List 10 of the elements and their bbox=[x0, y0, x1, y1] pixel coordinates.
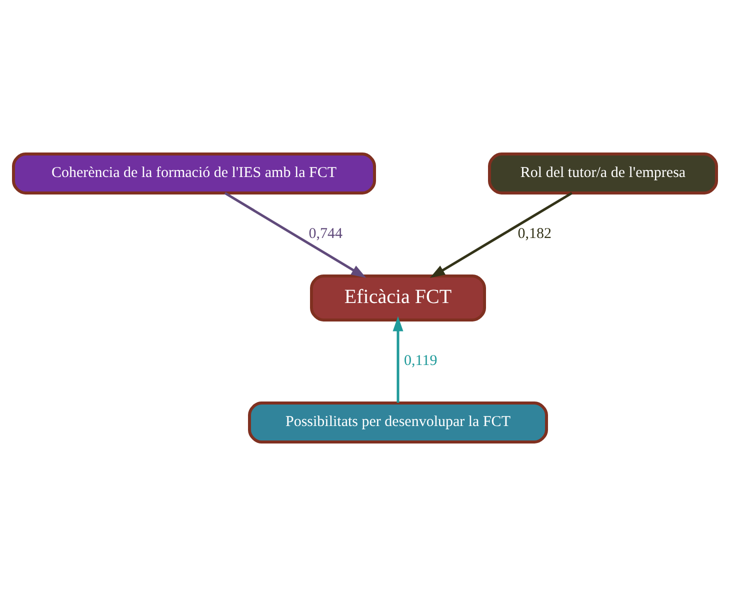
node-box: Rol del tutor/a de l'empresa bbox=[488, 152, 718, 194]
arrow bbox=[224, 192, 366, 278]
node-box: Eficàcia FCT bbox=[310, 274, 486, 321]
arrow bbox=[429, 192, 572, 278]
edge-label: 0,119 bbox=[404, 352, 437, 368]
node-box: Possibilitats per desenvolupar la FCT bbox=[248, 401, 548, 443]
edge-label: 0,182 bbox=[517, 226, 551, 242]
arrow bbox=[392, 316, 403, 402]
edge-label: 0,744 bbox=[308, 226, 342, 242]
node-box: Coherència de la formació de l'IES amb la FCT bbox=[12, 152, 376, 194]
